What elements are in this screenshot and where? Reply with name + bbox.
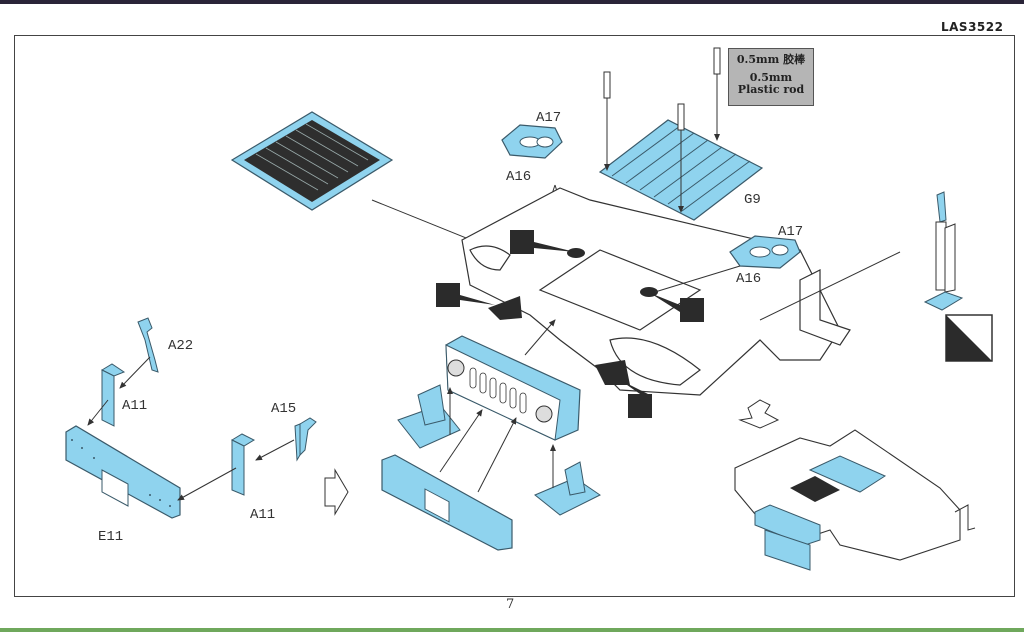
plastic-rod-note-box: 0.5mm 胶棒 0.5mm Plastic rod (728, 48, 814, 106)
step-arrow-right (324, 468, 349, 516)
front-grille-part (445, 335, 581, 441)
callout-detail-boxes (436, 230, 704, 418)
rod-2 (713, 47, 721, 75)
support-strut-part (923, 191, 964, 311)
front-bracket-left (397, 384, 461, 449)
bracket-part-a22 (137, 317, 159, 373)
engine-grille-mesh-part (230, 111, 394, 211)
label-a16-right: A16 (736, 271, 761, 287)
label-a17-top: A17 (536, 110, 561, 126)
label-a11-left: A11 (122, 398, 147, 414)
bumper-plate-part-e11 (65, 425, 181, 519)
hatch-part-a17-a16-right (729, 235, 801, 269)
kit-code: LAS3522 (941, 20, 1004, 34)
front-bracket-right (534, 461, 601, 516)
label-a15: A15 (271, 401, 296, 417)
callout-box-3 (680, 298, 704, 322)
label-g9: G9 (744, 192, 761, 208)
bumper-plate-center (381, 454, 513, 551)
completed-assembly-view (734, 429, 976, 571)
plastic-rods (603, 47, 721, 131)
callout-box-4 (628, 394, 652, 418)
step-arrow-down-left (738, 399, 780, 429)
bottom-border-strip (0, 628, 1024, 632)
top-border-strip (0, 0, 1024, 4)
callout-box-2 (436, 283, 460, 307)
color-key-swatch (945, 314, 993, 362)
label-a17-right: A17 (778, 224, 803, 240)
label-e11: E11 (98, 529, 123, 545)
rod-3 (677, 103, 685, 131)
bracket-part-a11-left (100, 363, 126, 427)
label-a11-mid: A11 (250, 507, 275, 523)
hatch-part-a17-a16-top (501, 124, 563, 159)
note-line-chinese: 0.5mm 胶棒 (736, 53, 806, 66)
bracket-part-a15 (294, 417, 317, 462)
dark-fender-parts (488, 248, 658, 385)
note-line-material: Plastic rod (737, 83, 805, 96)
label-a22: A22 (168, 338, 193, 354)
callout-box-1 (510, 230, 534, 254)
bracket-part-a11-mid (230, 433, 256, 496)
page-number: 7 (506, 597, 515, 612)
instruction-frame (14, 35, 1015, 597)
rod-1 (603, 71, 611, 99)
label-a16-top: A16 (506, 169, 531, 185)
note-line-size: 0.5mm (749, 71, 793, 84)
